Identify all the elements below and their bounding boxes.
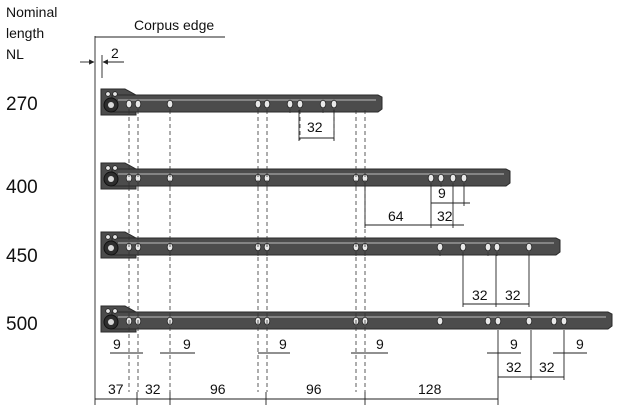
bottom-dim-32: 32 <box>145 381 161 397</box>
roller-hub <box>108 245 114 251</box>
mounting-hole <box>525 316 533 326</box>
r500-dim-9-f: 9 <box>576 336 584 352</box>
bottom-dim-96-b: 96 <box>306 381 322 397</box>
runner-rails <box>100 88 613 333</box>
bottom-dim-37: 37 <box>108 381 124 397</box>
mounting-hole <box>560 316 568 326</box>
mounting-hole <box>449 173 457 183</box>
mounting-hole <box>436 242 444 252</box>
offset-dim-label: 2 <box>111 45 119 61</box>
r400-dim-9: 9 <box>438 185 446 201</box>
mounting-hole <box>484 242 492 252</box>
mounting-hole <box>493 242 501 252</box>
r450-dim-32-left: 32 <box>472 287 488 303</box>
plate-hole <box>105 234 111 240</box>
r400-dim-32: 32 <box>437 208 453 224</box>
bottom-dim-96-a: 96 <box>210 381 226 397</box>
mounting-hole <box>436 316 444 326</box>
runner-rail <box>111 237 561 256</box>
runner-length-450: 450 <box>6 246 38 267</box>
plate-hole <box>105 308 111 314</box>
runner-rail <box>111 94 383 113</box>
r450-dim-32-right: 32 <box>505 287 521 303</box>
corpus-edge-label: Corpus edge <box>134 17 214 33</box>
r500-dim-9-b: 9 <box>183 336 191 352</box>
r500-dim-32-right: 32 <box>539 359 555 375</box>
mounting-hole <box>437 173 445 183</box>
roller-hub <box>108 102 114 108</box>
runner-length-270: 270 <box>6 94 38 115</box>
mounting-hole <box>427 173 435 183</box>
mounting-hole <box>166 99 174 109</box>
plate-hole <box>112 91 118 97</box>
mounting-hole <box>296 99 304 109</box>
mounting-hole <box>460 173 468 183</box>
nominal-label-line3: NL <box>6 46 24 62</box>
roller-hub <box>108 319 114 325</box>
mounting-hole <box>550 316 558 326</box>
mounting-hole <box>459 242 467 252</box>
r500-dim-9-e: 9 <box>510 336 518 352</box>
plate-hole <box>112 165 118 171</box>
mounting-hole <box>319 99 327 109</box>
plate-hole <box>112 234 118 240</box>
runner-length-500: 500 <box>6 314 38 335</box>
mounting-hole <box>484 316 492 326</box>
mounting-hole <box>254 99 262 109</box>
r400-dim-64: 64 <box>388 208 404 224</box>
mounting-hole <box>525 242 533 252</box>
mounting-hole <box>125 99 133 109</box>
mounting-hole <box>494 316 502 326</box>
nominal-label-line2: length <box>6 25 44 41</box>
nominal-label-line1: Nominal <box>6 4 57 20</box>
runner-length-400: 400 <box>6 177 38 198</box>
plate-hole <box>112 308 118 314</box>
mounting-hole <box>286 99 294 109</box>
r270-dim-label: 32 <box>307 119 323 135</box>
mounting-hole <box>134 99 142 109</box>
roller-hub <box>108 176 114 182</box>
mounting-hole <box>263 99 271 109</box>
plate-hole <box>105 91 111 97</box>
plate-hole <box>105 165 111 171</box>
bottom-dim-128: 128 <box>418 381 442 397</box>
r500-dim-9-d: 9 <box>376 336 384 352</box>
r500-dim-32-left: 32 <box>506 359 522 375</box>
r500-dim-9-a: 9 <box>113 336 121 352</box>
mounting-hole <box>330 99 338 109</box>
r500-dim-9-c: 9 <box>279 336 287 352</box>
